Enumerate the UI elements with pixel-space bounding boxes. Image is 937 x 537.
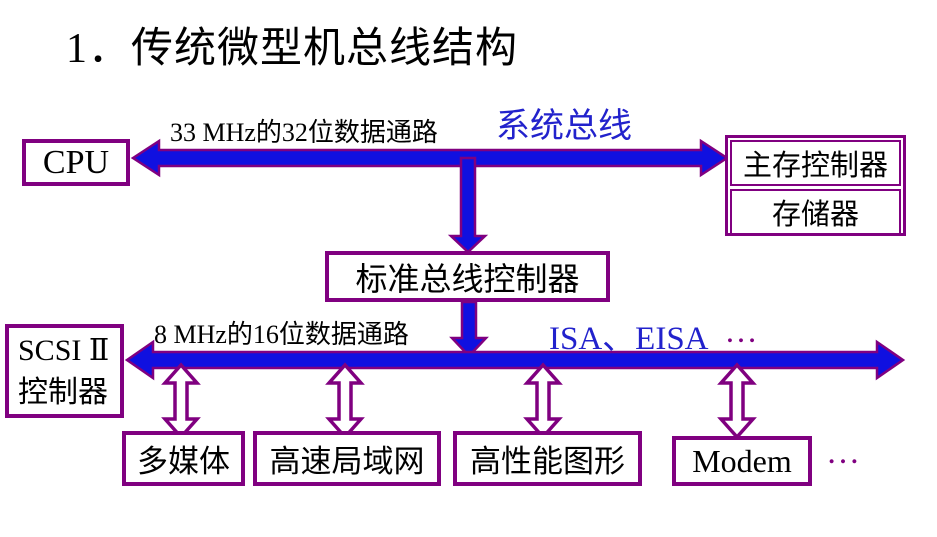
device-box-lan: 高速局域网 [253, 431, 441, 486]
expansion-bus-datapath-label: 8 MHz的16位数据通路 [154, 320, 409, 349]
standard-bus-controller-box: 标准总线控制器 [325, 251, 610, 302]
system-bus-name-label: 系统总线 [496, 108, 632, 145]
expansion-bus-names: ISA、EISA [549, 321, 709, 357]
double-arrow-modem [717, 362, 757, 440]
double-arrow-multimedia [161, 362, 201, 440]
memory-controller-box: 主存控制器 [730, 140, 901, 186]
scsi-controller-box: SCSI Ⅱ 控制器 [5, 324, 124, 418]
device-box-modem: Modem [672, 436, 812, 486]
device-box-graphics: 高性能图形 [453, 431, 642, 486]
double-arrow-lan [325, 362, 365, 440]
controller-to-expansion-bus-arrow [449, 300, 489, 358]
system-bus-to-controller-arrow [447, 156, 489, 254]
expansion-bus-arrow [124, 339, 906, 381]
memory-box: 存储器 [730, 189, 901, 235]
system-bus-datapath-label: 33 MHz的32位数据通路 [170, 118, 438, 147]
scsi-controller-line1: SCSI Ⅱ [18, 334, 110, 367]
scsi-controller-line2: 控制器 [18, 376, 108, 409]
memory-stack-box: 主存控制器 存储器 [725, 135, 906, 236]
page-title: 1．传统微型机总线结构 [66, 26, 519, 72]
more-devices-ellipsis: … [826, 434, 862, 471]
expansion-bus-name-label: ISA、EISA … [549, 311, 760, 359]
expansion-bus-ellipsis: … [724, 314, 760, 350]
cpu-box: CPU [22, 139, 130, 186]
double-arrow-graphics [523, 362, 563, 440]
device-box-multimedia: 多媒体 [122, 431, 245, 486]
